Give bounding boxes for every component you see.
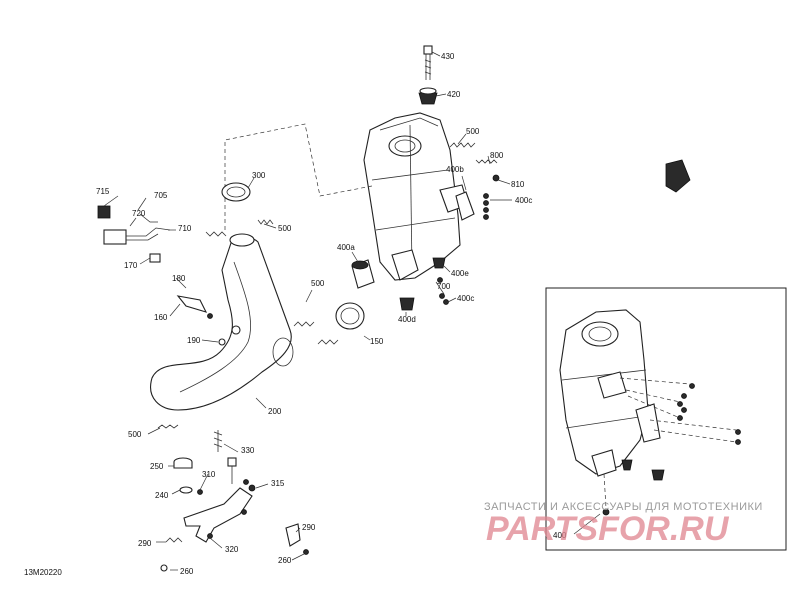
- label-500-lower: 500: [128, 430, 142, 439]
- nut-400c-a: [443, 299, 449, 305]
- label-500-mid: 500: [311, 279, 325, 288]
- label-400c-top: 400c: [515, 196, 532, 205]
- label-250: 250: [150, 462, 164, 471]
- label-810: 810: [511, 180, 525, 189]
- label-260-right: 260: [278, 556, 292, 565]
- bracket-400b: [455, 174, 500, 221]
- spring-500-pipe-d: [317, 339, 339, 345]
- label-315: 315: [271, 479, 285, 488]
- label-400-inset: 400: [553, 531, 567, 540]
- label-170: 170: [124, 261, 138, 270]
- label-180: 180: [172, 274, 186, 283]
- nut-700: [439, 293, 445, 299]
- label-150: 150: [370, 337, 384, 346]
- inset-frame: [545, 287, 787, 551]
- label-500-top: 500: [466, 127, 480, 136]
- lower-bracket-assembly: [160, 430, 309, 572]
- grommet-400d: [399, 297, 415, 311]
- label-500-pipe: 500: [278, 224, 292, 233]
- label-300: 300: [252, 171, 266, 180]
- nut-400c-b: [437, 277, 443, 283]
- ring-300: [221, 182, 251, 202]
- watermark-logo: PARTSFOR.RU: [486, 510, 730, 548]
- watermark-tagline: ЗАПЧАСТИ И АКСЕССУАРЫ ДЛЯ МОТОТЕХНИКИ: [484, 501, 763, 513]
- heat-shield: [665, 159, 691, 193]
- label-260-left: 260: [180, 567, 194, 576]
- label-290-right: 290: [302, 523, 316, 532]
- diagram-id: 13M20220: [24, 568, 62, 577]
- label-290-left: 290: [138, 539, 152, 548]
- grommet-400e: [432, 257, 446, 269]
- mount-400a: [351, 259, 375, 289]
- label-715: 715: [96, 187, 110, 196]
- label-430: 430: [441, 52, 455, 61]
- reference-dashed-line: [224, 123, 373, 230]
- label-400b: 400b: [446, 165, 464, 174]
- label-800: 800: [490, 151, 504, 160]
- spring-500-pipe-a: [205, 231, 227, 237]
- label-320: 320: [225, 545, 239, 554]
- label-400a: 400a: [337, 243, 355, 252]
- label-420: 420: [447, 90, 461, 99]
- spring-500-lower: [157, 424, 179, 429]
- head-pipe-200: [150, 233, 294, 411]
- bracket-160: [176, 295, 241, 346]
- ring-150: [335, 302, 365, 330]
- label-200: 200: [268, 407, 282, 416]
- label-700: 700: [437, 282, 451, 291]
- label-330: 330: [241, 446, 255, 455]
- inset-muffler: [559, 309, 741, 516]
- label-400c-mid: 400c: [457, 294, 474, 303]
- bolt-430: [423, 45, 433, 80]
- spring-800: [475, 159, 498, 164]
- label-400e: 400e: [451, 269, 469, 278]
- watermark: ЗАПЧАСТИ И АКСЕССУАРЫ ДЛЯ МОТОТЕХНИКИ PA…: [484, 501, 763, 548]
- label-400d: 400d: [398, 315, 416, 324]
- label-190: 190: [187, 336, 201, 345]
- grommet-420: [418, 87, 438, 105]
- label-705: 705: [154, 191, 168, 200]
- spring-500-top: [449, 142, 476, 148]
- label-710: 710: [178, 224, 192, 233]
- label-160: 160: [154, 313, 168, 322]
- part-labels: 430 420 500 800 400b 810 400c 300 715 70…: [24, 52, 567, 577]
- leader-lines: [103, 51, 601, 571]
- spring-500-pipe-c: [293, 321, 315, 327]
- label-240: 240: [155, 491, 169, 500]
- label-720: 720: [132, 209, 146, 218]
- label-310: 310: [202, 470, 216, 479]
- spring-500-pipe-b: [257, 219, 274, 225]
- muffler-assembly: [363, 112, 469, 281]
